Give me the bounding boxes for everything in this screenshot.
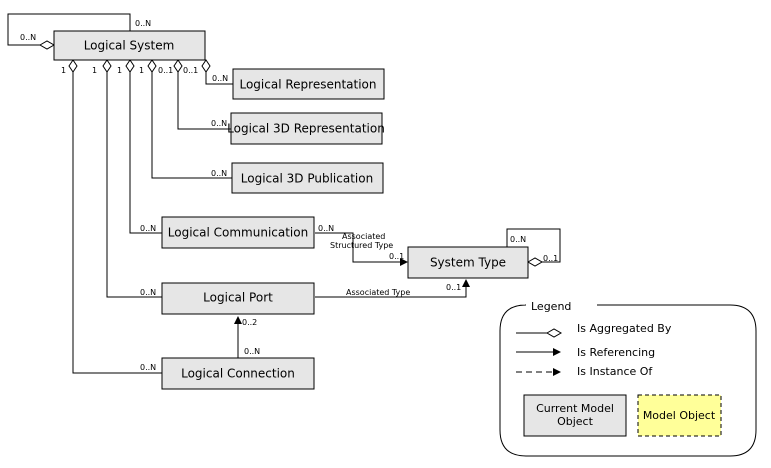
mult-ls-1d: 1 bbox=[139, 66, 144, 75]
logical-communication-box bbox=[161, 216, 315, 249]
rep3d-connector bbox=[177, 72, 231, 130]
legend-aggregated-diamond-icon bbox=[545, 328, 563, 338]
rep3d-diamond-icon bbox=[173, 59, 183, 73]
system-type-label: System Type bbox=[430, 256, 506, 270]
legend-title: Legend bbox=[531, 300, 571, 313]
mult-conn: 0..N bbox=[140, 363, 156, 372]
mult-self-top: 0..N bbox=[135, 19, 151, 28]
self-aggregation-line bbox=[7, 13, 131, 46]
mult-conn-out: 0..N bbox=[244, 347, 260, 356]
comm-connector bbox=[129, 72, 162, 234]
mult-self-left: 0..N bbox=[20, 33, 36, 42]
mult-rep: 0..N bbox=[212, 74, 228, 83]
legend: Legend Is Aggregated By Is Referencing I… bbox=[499, 298, 757, 457]
mult-st-in-port: 0..1 bbox=[446, 283, 461, 292]
mult-st-self-top: 0..N bbox=[510, 235, 526, 244]
logical-system-box bbox=[53, 30, 206, 61]
logical-3d-representation-label: Logical 3D Representation bbox=[227, 122, 385, 136]
comm-to-systemtype-line bbox=[315, 232, 401, 263]
legend-referencing-label: Is Referencing bbox=[577, 346, 655, 359]
mult-ls-01b: 0..1 bbox=[183, 66, 198, 75]
port-diamond-icon bbox=[102, 59, 112, 73]
mult-st-self-right: 0..1 bbox=[543, 254, 558, 263]
logical-3d-publication-box bbox=[231, 162, 384, 194]
logical-3d-publication-label: Logical 3D Publication bbox=[241, 172, 373, 186]
legend-aggregated-label: Is Aggregated By bbox=[577, 322, 672, 335]
mult-comm: 0..N bbox=[140, 224, 156, 233]
legend-instance-label: Is Instance Of bbox=[577, 365, 653, 378]
mult-pub3d: 0..N bbox=[211, 169, 227, 178]
logical-port-box bbox=[161, 282, 315, 315]
legend-current-model-box bbox=[523, 394, 627, 437]
mult-ls-1a: 1 bbox=[61, 66, 66, 75]
mult-rep3d: 0..N bbox=[211, 119, 227, 128]
port-connector bbox=[106, 72, 162, 298]
mult-comm-out: 0..N bbox=[318, 224, 334, 233]
conn-to-port-arrow-icon bbox=[234, 316, 242, 324]
assoc-comm-line2: Structured Type bbox=[330, 241, 393, 250]
legend-model-object-box bbox=[637, 394, 722, 437]
assoc-port: Associated Type bbox=[346, 288, 410, 297]
conn-connector bbox=[72, 72, 162, 374]
port-to-systemtype-line bbox=[315, 287, 467, 298]
pub3d-connector bbox=[151, 72, 232, 179]
mult-port-in-conn: 0..2 bbox=[242, 318, 257, 327]
legend-title-bg bbox=[527, 298, 595, 312]
rep-connector bbox=[205, 72, 233, 85]
pub3d-diamond-icon bbox=[147, 59, 157, 73]
comm-diamond-icon bbox=[125, 59, 135, 73]
legend-current-line2: Object bbox=[557, 415, 594, 428]
systemtype-self-diamond-icon bbox=[526, 257, 544, 267]
system-type-box bbox=[407, 246, 529, 279]
assoc-comm-line1: Associated bbox=[342, 232, 385, 241]
mult-st-in-comm: 0..1 bbox=[389, 252, 404, 261]
mult-port: 0..N bbox=[140, 288, 156, 297]
legend-instance-arrow-icon bbox=[553, 368, 561, 376]
logical-port-label: Logical Port bbox=[203, 291, 273, 305]
legend-referencing-arrow-icon bbox=[553, 348, 561, 356]
port-to-systemtype-arrow-icon bbox=[462, 279, 470, 287]
logical-connection-box bbox=[161, 357, 315, 390]
logical-communication-label: Logical Communication bbox=[168, 226, 308, 240]
mult-ls-1c: 1 bbox=[117, 66, 122, 75]
logical-connection-label: Logical Connection bbox=[181, 367, 295, 381]
logical-system-label: Logical System bbox=[84, 39, 175, 53]
systemtype-self-line bbox=[506, 228, 561, 263]
logical-representation-box bbox=[232, 68, 385, 100]
legend-current-line1: Current Model bbox=[536, 402, 614, 415]
legend-model-object-label: Model Object bbox=[643, 409, 716, 422]
logical-representation-label: Logical Representation bbox=[239, 78, 376, 92]
rep-diamond-icon bbox=[201, 59, 211, 73]
mult-ls-01a: 0..1 bbox=[158, 66, 173, 75]
logical-3d-representation-box bbox=[230, 112, 383, 145]
self-aggregation-diamond-icon bbox=[38, 40, 56, 50]
comm-to-systemtype-arrow-icon bbox=[400, 258, 408, 266]
mult-ls-1b: 1 bbox=[92, 66, 97, 75]
conn-diamond-icon bbox=[68, 59, 78, 73]
